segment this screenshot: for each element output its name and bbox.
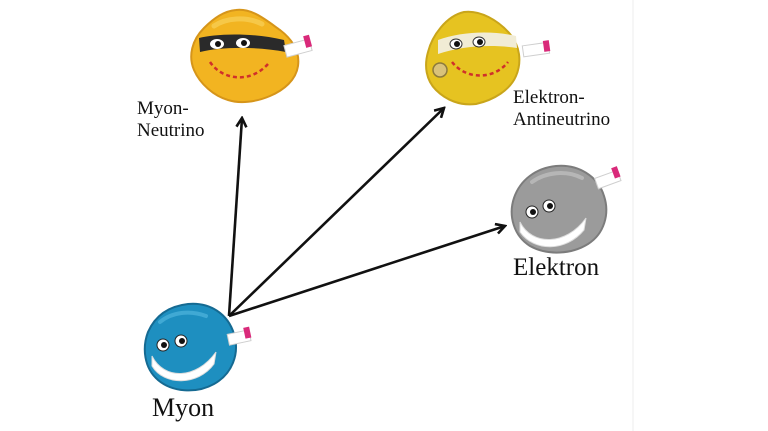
- muon-neutrino-body: [190, 8, 300, 104]
- muon-body: [143, 302, 237, 392]
- electron-highlight: [530, 171, 584, 184]
- muon-smile: [151, 351, 217, 382]
- decay-arrows: [227, 108, 505, 318]
- arrow-to-electron: [228, 226, 505, 318]
- electron-smile: [519, 217, 587, 248]
- electron-antineutrino-label-line1: Elektron-: [513, 87, 585, 108]
- muon-neutrino-plush: [190, 8, 313, 104]
- electron-antineutrino-plush: [425, 10, 551, 106]
- muon-highlight: [158, 310, 208, 324]
- muon-neutrino-label-line2: Neutrino: [137, 119, 205, 141]
- arrow-to-electron-antineutrino: [228, 108, 444, 317]
- muon-label: Myon: [152, 393, 215, 422]
- muon-neutrino-label: Myon- Neutrino: [137, 98, 205, 142]
- muon-neutrino-label-line1: Myon-: [137, 98, 189, 119]
- electron-antineutrino-badge: [432, 62, 448, 78]
- electron-antineutrino-smile: [451, 61, 509, 77]
- electron-label: Elektron: [513, 254, 600, 281]
- muon-neutrino-highlight: [211, 16, 265, 29]
- electron-antineutrino-label-line2: Antineutrino: [513, 108, 611, 130]
- electron-antineutrino-label: Elektron- Antineutrino: [513, 87, 610, 131]
- electron-plush: [510, 164, 622, 254]
- muon-neutrino-smile: [208, 61, 269, 79]
- muon-plush: [143, 302, 252, 392]
- electron-antineutrino-body: [425, 10, 521, 106]
- arrow-to-muon-neutrino: [227, 118, 242, 317]
